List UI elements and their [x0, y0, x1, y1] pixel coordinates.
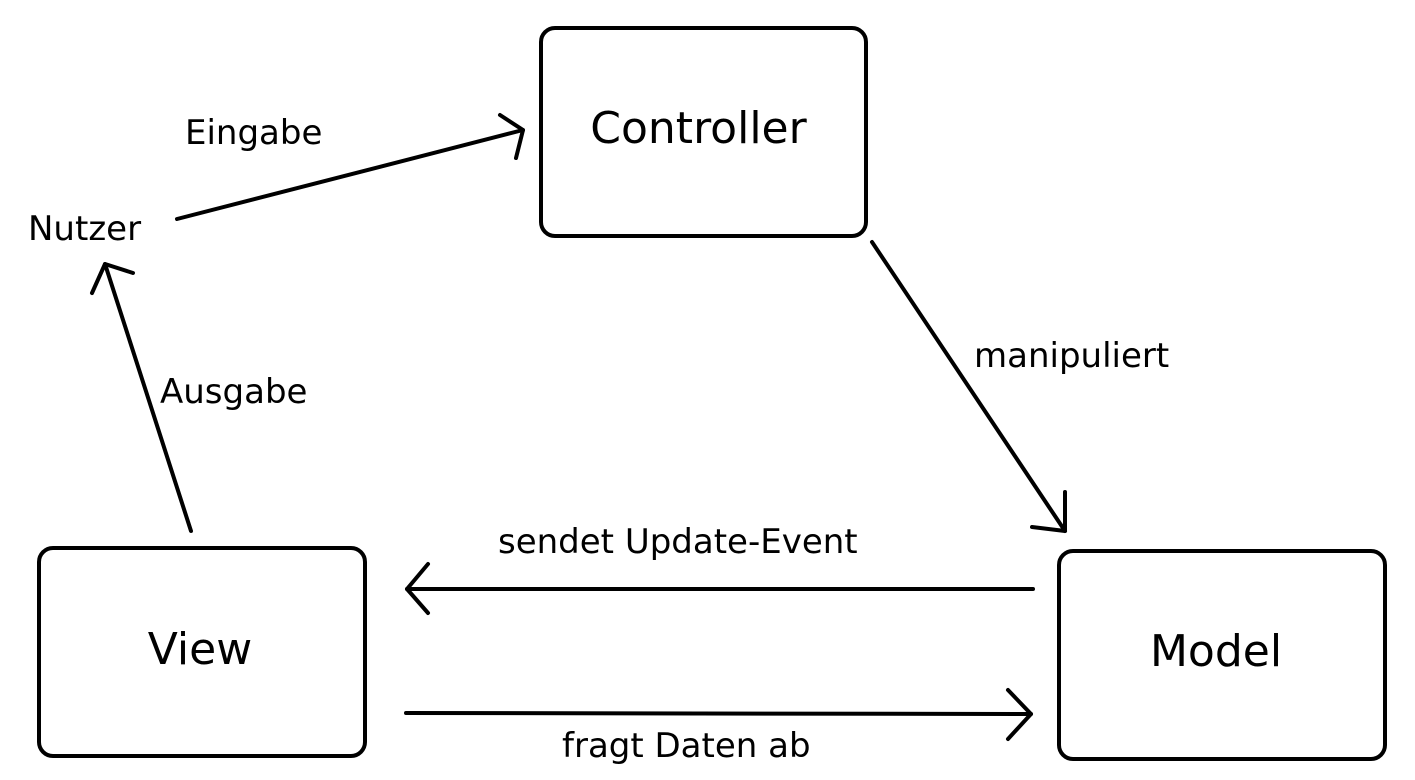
model-box: Model [1057, 549, 1387, 761]
model-label: Model [1149, 626, 1283, 677]
fragt-daten-label: fragt Daten ab [562, 726, 811, 766]
controller-box: Controller [539, 26, 868, 238]
ausgabe-label: Ausgabe [160, 372, 308, 412]
manipuliert-label: manipuliert [974, 336, 1170, 376]
view-box: View [37, 546, 367, 758]
controller-label: Controller [590, 103, 807, 154]
eingabe-label: Eingabe [185, 113, 323, 153]
arrow-manipuliert [870, 240, 1067, 533]
arrow-ausgabe [90, 262, 193, 533]
user-label: Nutzer [28, 209, 142, 249]
arrow-update-event [405, 562, 1035, 615]
update-event-label: sendet Update-Event [498, 522, 858, 562]
view-label: View [147, 624, 253, 675]
arrow-eingabe [175, 113, 525, 221]
arrow-fragt-daten [404, 688, 1033, 741]
